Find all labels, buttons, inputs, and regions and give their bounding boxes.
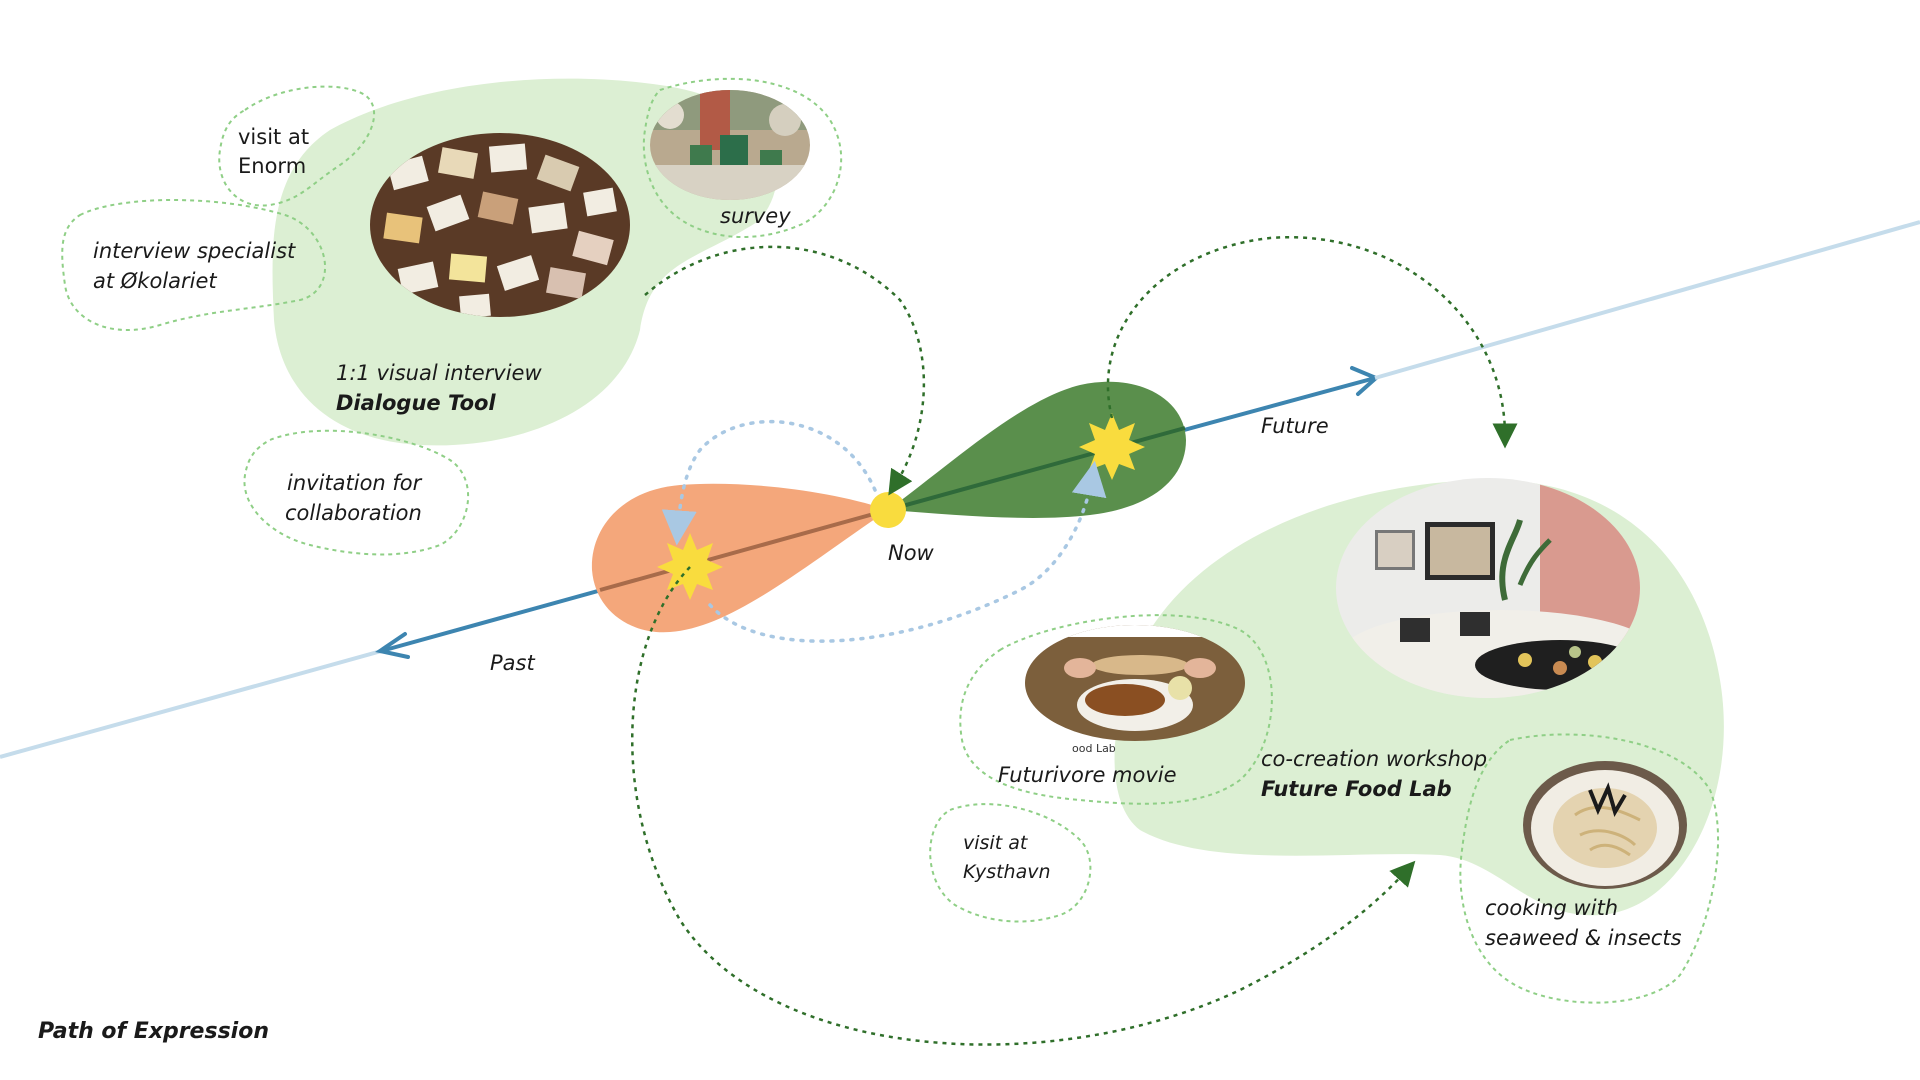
futurivore-movie-photo — [1025, 625, 1245, 741]
timeline-future-faint — [1374, 220, 1920, 380]
blue-cycle-top-arrow — [661, 419, 877, 546]
visit-enorm-line1: visit at — [238, 125, 309, 149]
visit-enorm-outline — [218, 85, 376, 207]
timeline-through-past — [599, 508, 889, 592]
kysthavn-outline — [929, 803, 1092, 923]
future-food-lab-name: Future Food Lab — [1261, 777, 1452, 801]
invitation-line2: collaboration — [285, 501, 422, 525]
now-dot — [870, 492, 906, 528]
future-label: Future — [1261, 414, 1329, 438]
green-arrow-dialogue-to-now — [644, 245, 926, 496]
survey-label: survey — [720, 204, 791, 228]
green-arrow-future-to-lab — [1106, 236, 1518, 449]
cooking-photo — [1523, 761, 1687, 889]
futurivore-movie-label: Futurivore movie — [998, 763, 1177, 787]
dialogue-tool-photo — [370, 133, 630, 317]
future-food-lab-photo — [1336, 478, 1640, 698]
visit-enorm-label-2: Enorm — [238, 154, 306, 178]
invitation-outline — [243, 429, 469, 556]
interview-specialist-line1: interview specialist — [93, 239, 296, 263]
cooking-outline — [1459, 733, 1720, 1004]
interview-specialist-line2: at Økolariet — [93, 269, 217, 293]
kysthavn-line2: Kysthavn — [963, 861, 1051, 883]
dialogue-tool-name: Dialogue Tool — [336, 391, 496, 415]
timeline-past-faint — [0, 648, 386, 759]
visit-enorm-label: visit at — [238, 125, 309, 149]
past-label: Past — [490, 651, 535, 675]
timeline-past-arrowhead — [375, 632, 410, 659]
movie-photo-caption: ood Lab — [1072, 742, 1116, 755]
page-title: Path of Expression — [38, 1019, 269, 1044]
past-blob — [591, 483, 888, 633]
cooking-line2: seaweed & insects — [1485, 926, 1682, 950]
futurivore-outline — [959, 614, 1273, 805]
past-star-icon — [657, 533, 723, 600]
survey-photo — [650, 90, 810, 200]
invitation-line1: invitation for — [287, 471, 423, 495]
dialogue-tool-subtitle: 1:1 visual interview — [336, 361, 542, 385]
green-arrow-past-to-lab — [631, 566, 1416, 1046]
future-food-lab-subtitle: co-creation workshop — [1261, 747, 1487, 771]
blue-cycle-bottom-arrow — [708, 460, 1107, 643]
now-label: Now — [888, 541, 935, 565]
visit-enorm-line2: Enorm — [238, 154, 306, 178]
kysthavn-line1: visit at — [963, 832, 1029, 854]
timeline-through-future — [887, 426, 1186, 512]
survey-outline — [642, 77, 843, 238]
cooking-line1: cooking with — [1485, 896, 1618, 920]
